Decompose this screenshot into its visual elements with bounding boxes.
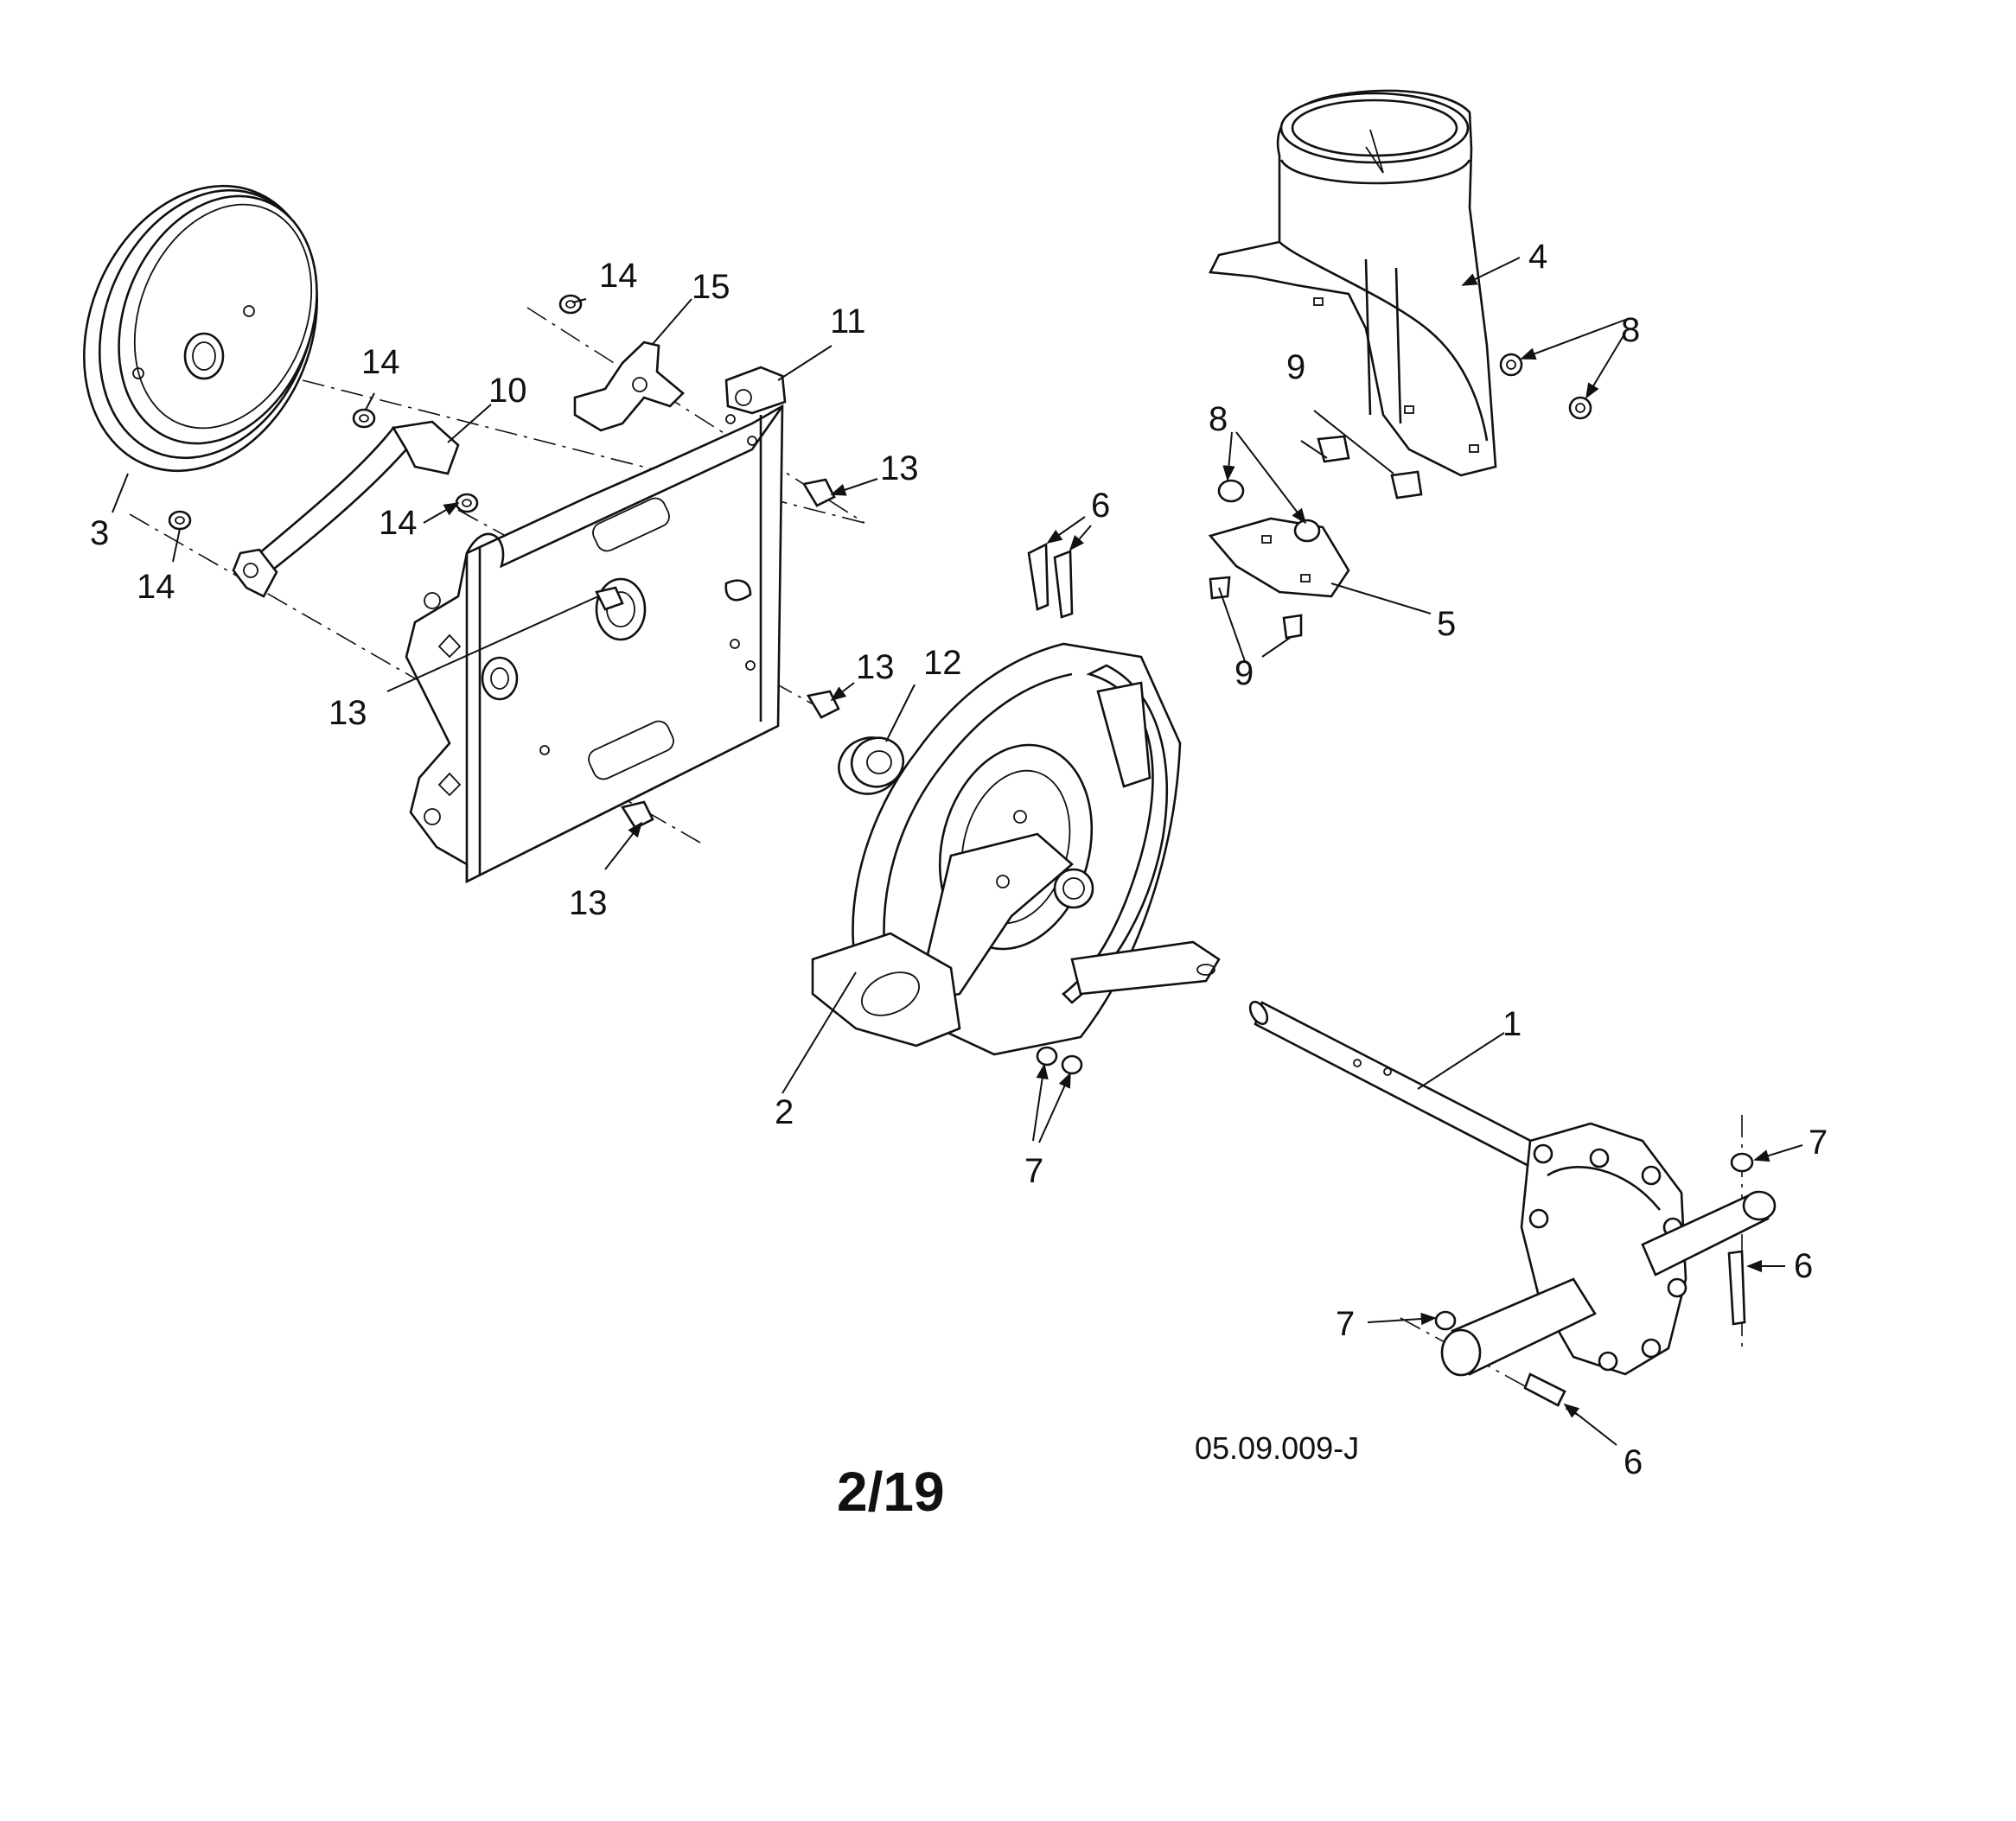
callout-14c-label: 14 (379, 504, 418, 542)
callout-10-label: 10 (488, 372, 527, 410)
drawing-code: 05.09.009-J (1195, 1430, 1359, 1466)
callout-13a-label: 13 (880, 449, 919, 487)
callout-13b-label: 13 (856, 648, 895, 686)
housing-plate-part (405, 404, 784, 884)
callout-4-label: 4 (1528, 238, 1547, 276)
callout-14a-label: 14 (599, 257, 638, 295)
callout-6b-label: 6 (1794, 1247, 1813, 1285)
chute-flange-plate-part (1208, 517, 1350, 598)
callout-12-label: 12 (923, 644, 962, 682)
callout-13d-label: 13 (569, 884, 608, 922)
shaft-gearbox-part (1248, 1000, 1777, 1377)
callout-8a-label: 8 (1621, 311, 1640, 349)
callout-7b-label: 7 (1809, 1124, 1828, 1162)
callout-13c-label: 13 (329, 694, 367, 732)
callout-5-label: 5 (1437, 605, 1456, 643)
callout-11-label: 11 (830, 302, 866, 341)
callout-14b-label: 14 (361, 343, 400, 381)
callout-2-label: 2 (775, 1093, 794, 1131)
callout-labels: 1 2 3 4 5 6 6 6 7 7 7 8 8 9 9 10 11 12 1… (90, 238, 1828, 1481)
leader-lines (112, 257, 1803, 1446)
callout-1-label: 1 (1502, 1005, 1522, 1043)
callout-6c-label: 6 (1624, 1443, 1643, 1481)
callout-14d-label: 14 (137, 568, 175, 606)
pulley-part (83, 184, 318, 473)
callout-8b-label: 8 (1209, 400, 1228, 438)
callout-9b-label: 9 (1234, 654, 1254, 692)
callout-6a-label: 6 (1091, 487, 1110, 525)
bearing-part (838, 736, 905, 795)
clip-part (573, 341, 685, 432)
hardware-nuts-part (168, 294, 1754, 1407)
callout-9a-label: 9 (1286, 348, 1305, 386)
chute-base-part (1208, 89, 1497, 477)
plate-bracket-part (724, 366, 787, 415)
callout-3-label: 3 (90, 514, 109, 552)
callout-7a-label: 7 (1024, 1152, 1043, 1190)
page-number: 2/19 (837, 1461, 945, 1523)
callout-7c-label: 7 (1336, 1305, 1355, 1343)
impeller-housing-part (811, 642, 1221, 1056)
callout-15-label: 15 (692, 268, 730, 306)
belt-guide-bracket-part (232, 420, 460, 598)
